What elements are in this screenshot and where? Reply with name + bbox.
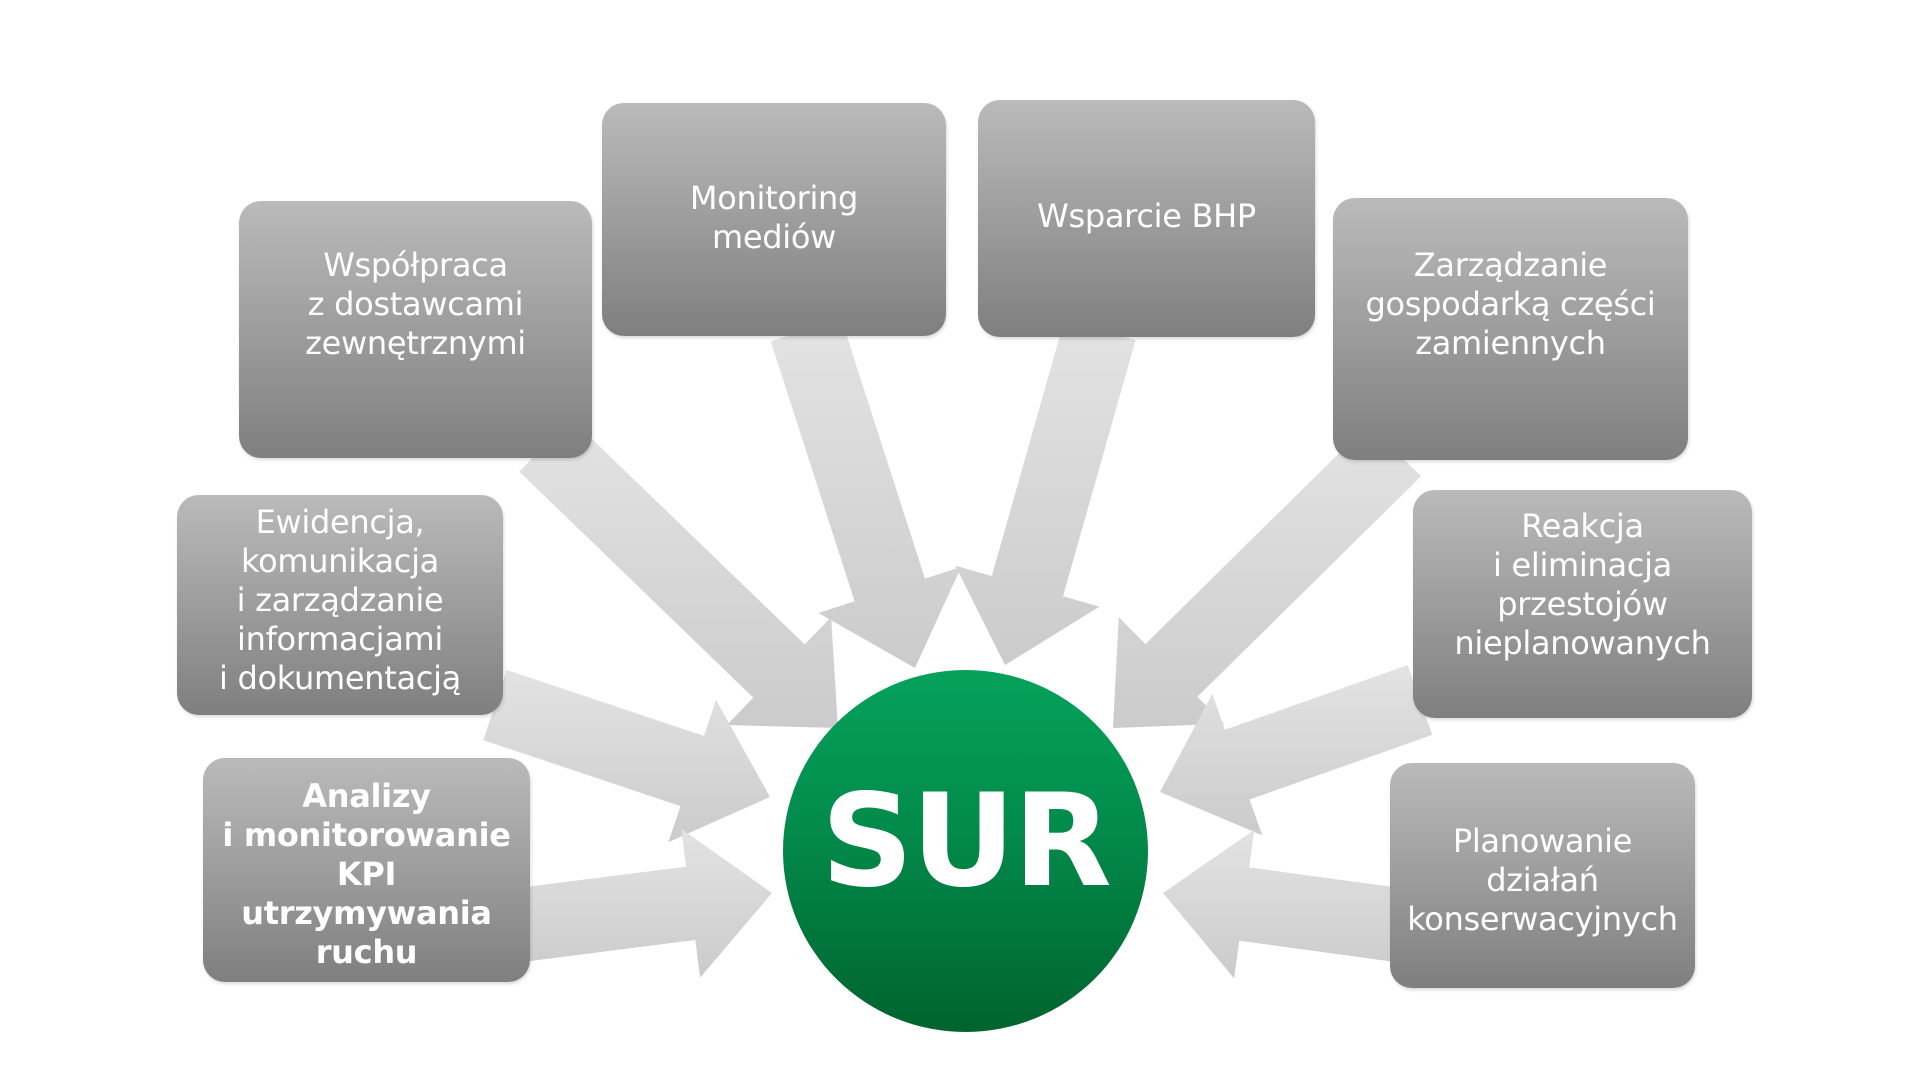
node-label: Analizy i monitorowanie KPI utrzymywania… — [222, 776, 511, 971]
hub-label: SUR — [821, 766, 1112, 916]
node-ewidencja: Ewidencja, komunikacja i zarządzanie inf… — [177, 495, 503, 715]
arrow-wspolpraca-icon — [519, 418, 838, 728]
arrow-zarzadzanie-icon — [1113, 423, 1421, 728]
hub-circle-sur: SUR — [783, 670, 1148, 1032]
node-label: Planowanie działań konserwacyjnych — [1407, 822, 1678, 938]
node-wspolpraca: Współpraca z dostawcami zewnętrznymi — [239, 201, 592, 458]
node-label: Reakcja i eliminacja przestojów nieplano… — [1454, 507, 1711, 662]
node-zarzadzanie: Zarządzanie gospodarką części zamiennych — [1333, 198, 1688, 460]
arrow-bhp-icon — [955, 319, 1136, 665]
node-reakcja: Reakcja i eliminacja przestojów nieplano… — [1413, 490, 1752, 718]
arrow-planowanie-icon — [1163, 829, 1403, 979]
node-label: Monitoring mediów — [689, 179, 859, 256]
node-monitoring: Monitoring mediów — [602, 103, 946, 336]
arrow-reakcja-icon — [1160, 665, 1433, 836]
node-label: Zarządzanie gospodarką części zamiennych — [1365, 245, 1656, 362]
node-analizy: Analizy i monitorowanie KPI utrzymywania… — [203, 758, 530, 982]
node-wsparcie-bhp: Wsparcie BHP — [978, 100, 1315, 337]
node-label: Wsparcie BHP — [1037, 197, 1256, 235]
arrow-monitoring-icon — [770, 318, 962, 668]
node-label: Współpraca z dostawcami zewnętrznymi — [305, 246, 526, 362]
arrow-analizy-icon — [515, 828, 772, 978]
node-planowanie: Planowanie działań konserwacyjnych — [1390, 763, 1695, 988]
node-label: Ewidencja, komunikacja i zarządzanie inf… — [219, 502, 461, 697]
arrow-ewidencja-icon — [483, 669, 770, 843]
